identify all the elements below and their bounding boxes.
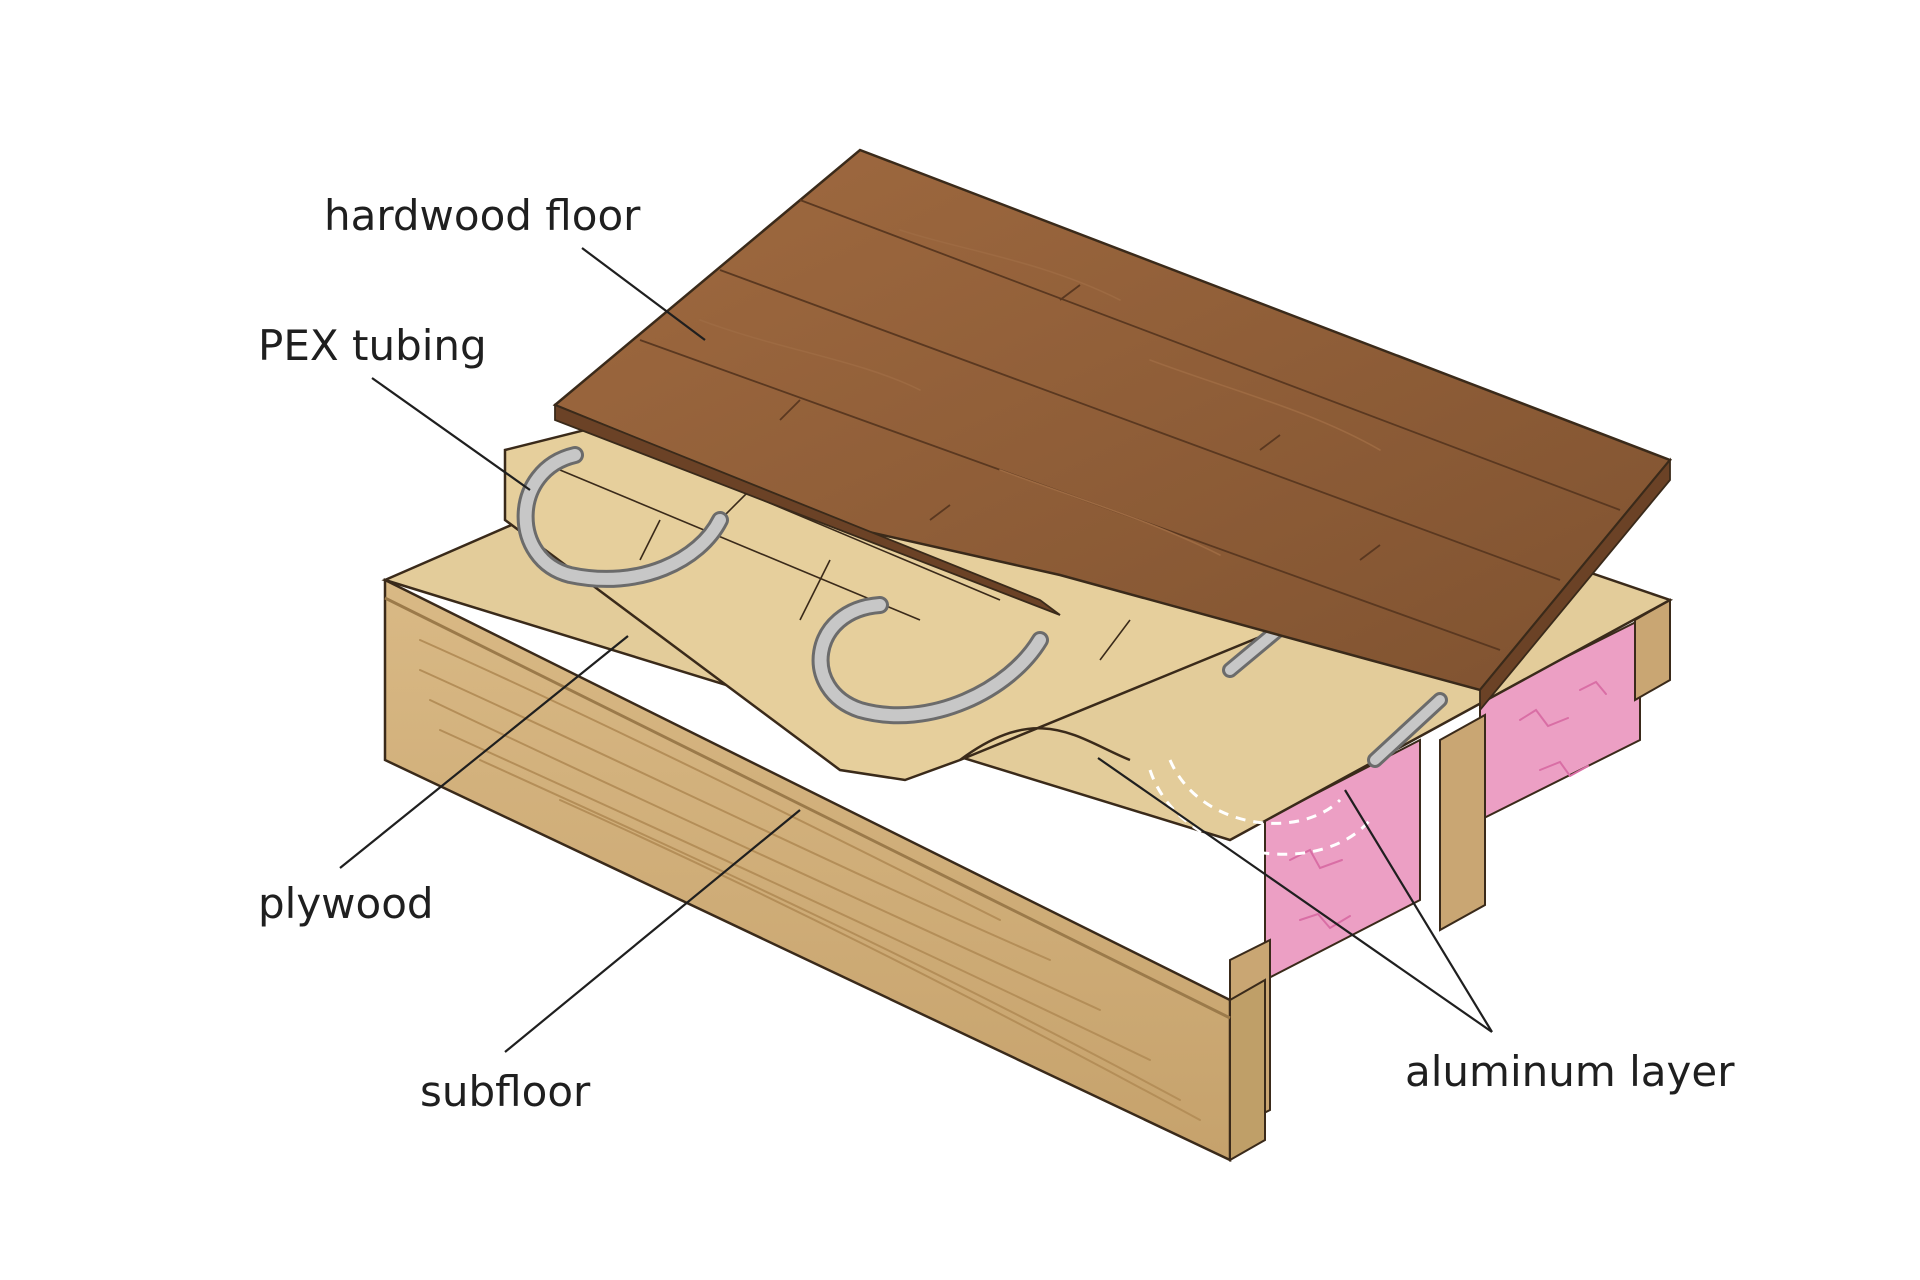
leader-lines — [339, 247, 1493, 1053]
hardwood-top — [552, 148, 1673, 692]
hardwood-side-edge — [1479, 457, 1671, 713]
plywood-edge-stripe — [384, 596, 1231, 1020]
label-hardwood-floor: hardwood floor — [324, 191, 641, 240]
leader-aluminum-layer-1 — [1097, 757, 1493, 1033]
pex-tubing-loops — [516, 446, 1448, 768]
plywood-cutaway-edge — [959, 727, 1131, 762]
leader-subfloor — [504, 809, 801, 1053]
leader-pex-tubing — [371, 377, 531, 491]
leader-aluminum-layer-2 — [1344, 789, 1493, 1033]
hidden-pex-dashed-inner — [1168, 759, 1342, 825]
hardwood-edge — [554, 403, 1061, 616]
insulation-texture — [1289, 680, 1607, 930]
leader-hardwood-floor — [581, 247, 706, 341]
labels: hardwood floor PEX tubing plywood subflo… — [258, 191, 1735, 1116]
leader-plywood — [339, 635, 629, 869]
hardwood-floor — [552, 148, 1673, 713]
subfloor-side — [1229, 978, 1266, 1162]
subfloor-grain — [419, 639, 1201, 1121]
label-aluminum-layer: aluminum layer — [1405, 1047, 1735, 1096]
label-plywood: plywood — [258, 879, 434, 928]
label-subfloor: subfloor — [420, 1067, 591, 1116]
hardwood-grain — [699, 229, 1381, 556]
label-pex-tubing: PEX tubing — [258, 321, 487, 370]
joist-middle — [1439, 713, 1486, 932]
